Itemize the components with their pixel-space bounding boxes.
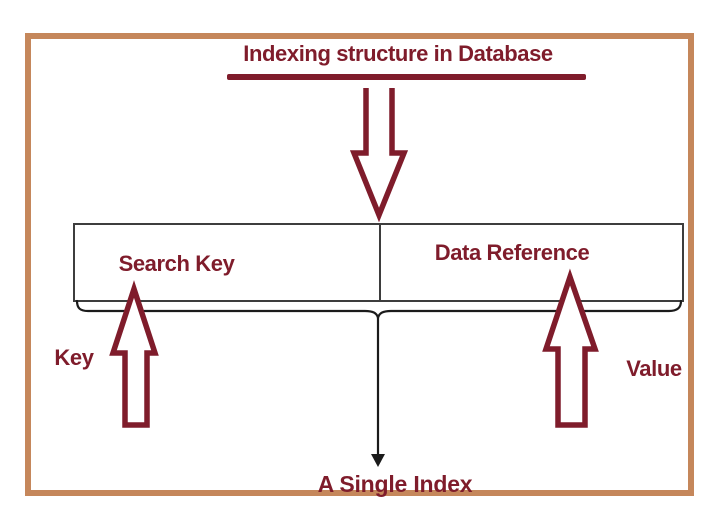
single-index-arrowhead-icon bbox=[371, 454, 385, 467]
key-annotation: Key bbox=[54, 345, 94, 370]
index-table bbox=[73, 223, 684, 302]
page-title: Indexing structure in Database bbox=[243, 41, 553, 66]
caption: A Single Index bbox=[317, 471, 473, 497]
underbrace bbox=[75, 299, 683, 319]
outer-border bbox=[25, 33, 694, 496]
down-arrow-icon bbox=[349, 88, 409, 223]
index-table-outline bbox=[73, 223, 684, 302]
data-reference-label: Data Reference bbox=[434, 240, 590, 265]
up-arrow-key-icon bbox=[109, 280, 159, 428]
search-key-label: Search Key bbox=[118, 251, 235, 276]
title-underline bbox=[227, 74, 586, 80]
up-arrow-value-icon bbox=[542, 268, 599, 428]
value-annotation: Value bbox=[626, 356, 682, 381]
single-index-arrow bbox=[371, 316, 385, 467]
